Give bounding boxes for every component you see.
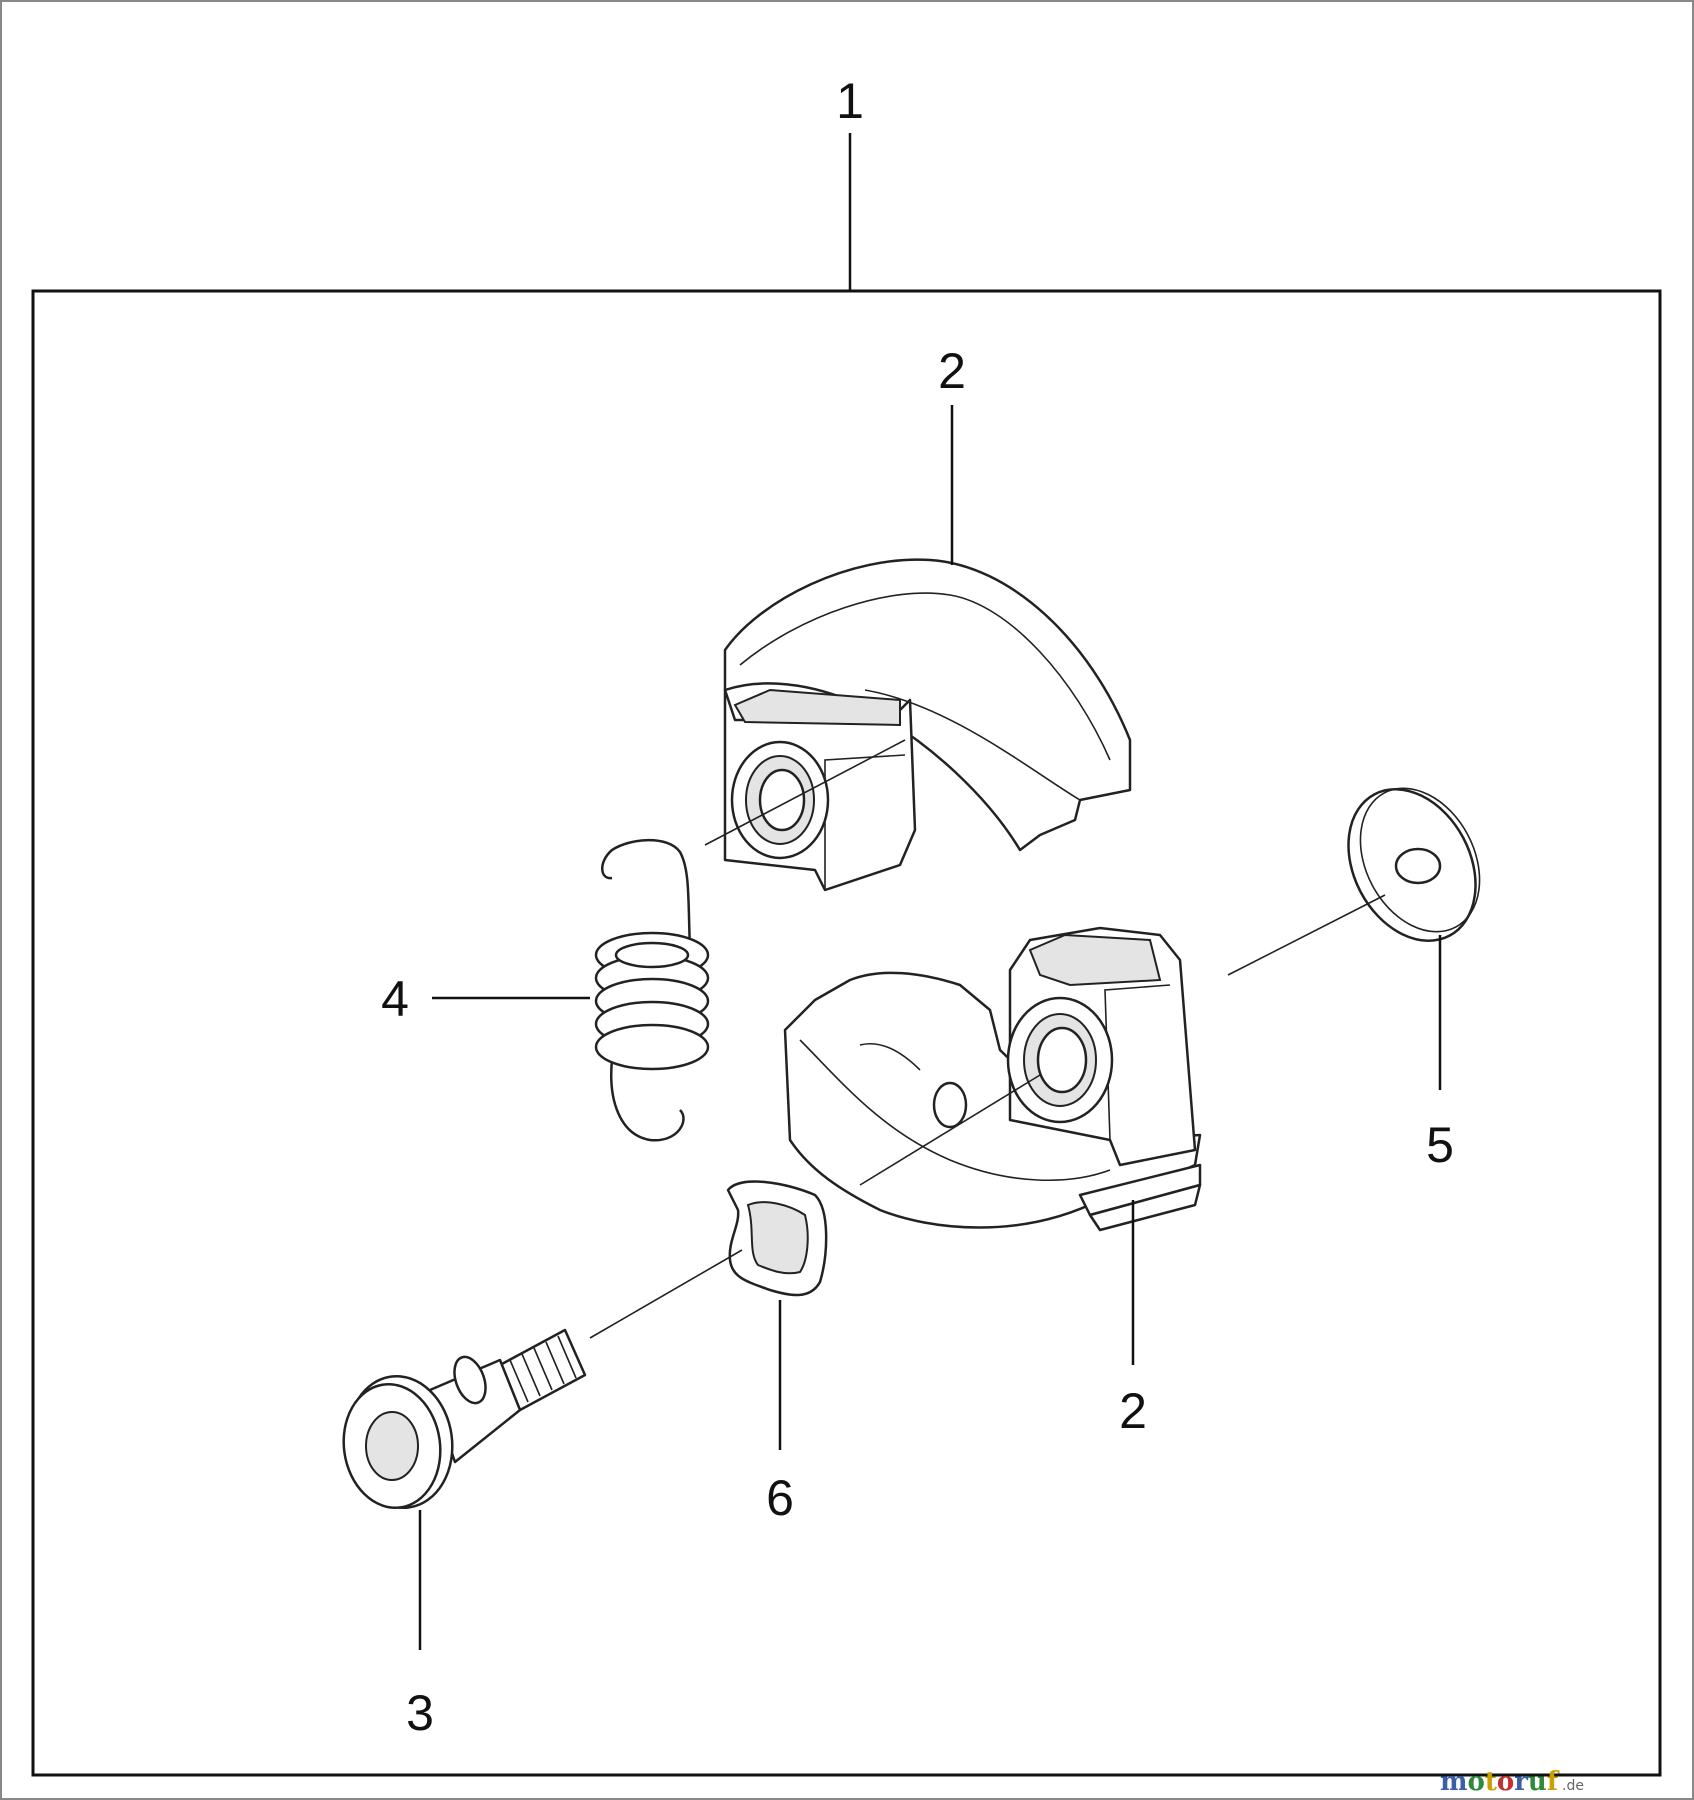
callout-6: 6: [766, 1470, 794, 1526]
pin-line-wave-washer: [589, 1249, 743, 1339]
spring: [594, 838, 710, 1142]
watermark-tld: .de: [1562, 1778, 1584, 1794]
callout-2-bottom: 2: [1119, 1383, 1147, 1439]
clutch-shoe-lower: [783, 926, 1202, 1232]
shoulder-bolt: [342, 1328, 587, 1510]
pin-line-washer: [1227, 894, 1386, 976]
callout-2-top: 2: [938, 343, 966, 399]
callout-3: 3: [406, 1685, 434, 1741]
wave-washer: [726, 1180, 828, 1297]
callout-4: 4: [381, 971, 409, 1027]
callout-5: 5: [1426, 1117, 1454, 1173]
watermark-logo: motoruf: [1440, 1767, 1560, 1797]
washer: [1347, 787, 1481, 942]
callout-1: 1: [836, 73, 864, 129]
clutch-shoe-upper: [704, 558, 1132, 892]
assembly-box: [31, 289, 1662, 1777]
